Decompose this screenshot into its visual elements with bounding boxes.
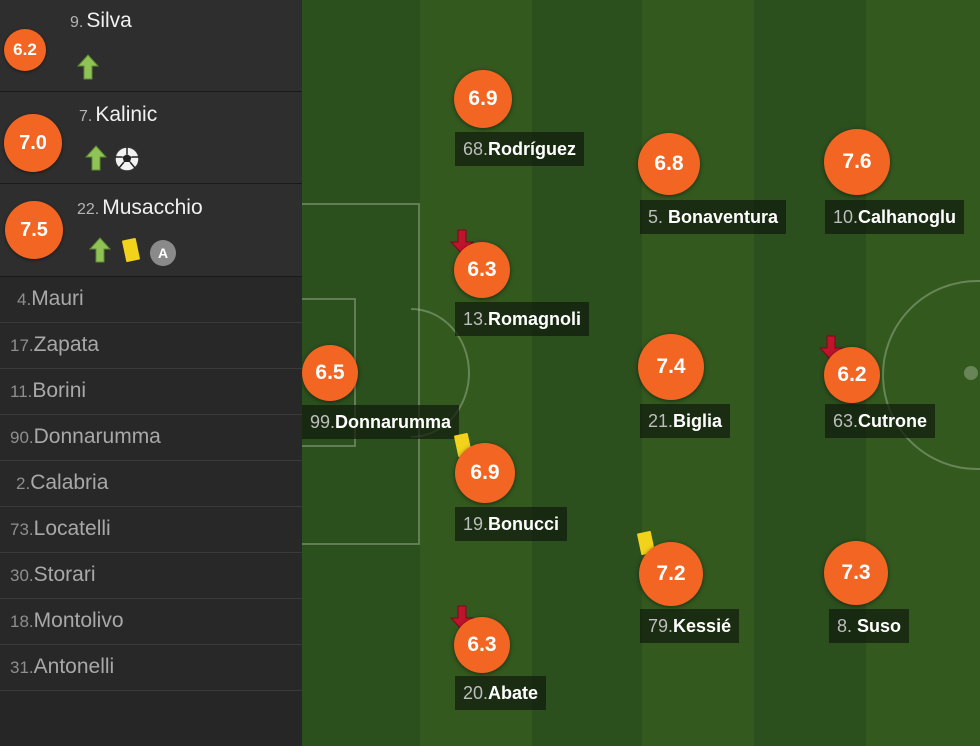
yellow-card-icon — [121, 237, 141, 263]
player-name: 7.Kalinic — [79, 103, 158, 126]
bench-footer — [0, 691, 302, 746]
rating-badge: 6.9 — [454, 70, 512, 128]
bench-row[interactable]: 2.Calabria — [0, 461, 302, 507]
bench-row[interactable]: 30.Storari — [0, 553, 302, 599]
player-name: 17.Zapata — [10, 333, 100, 356]
bench-row[interactable]: 11.Borini — [0, 369, 302, 415]
player-label[interactable]: 10.Calhanoglu — [825, 200, 965, 234]
bench-row[interactable]: 73.Locatelli — [0, 507, 302, 553]
soccer-ball-icon — [114, 146, 140, 172]
arrow-up-icon — [89, 237, 111, 263]
player-name: 4.Mauri — [17, 287, 84, 310]
player-label[interactable]: 79.Kessié — [640, 609, 740, 643]
bench-row[interactable]: 90.Donnarumma — [0, 415, 302, 461]
substitute-row[interactable]: 7.5 22.Musacchio A — [0, 184, 302, 277]
bench-row[interactable]: 31.Antonelli — [0, 645, 302, 691]
rating-badge: 6.2 — [4, 29, 46, 71]
player-name: 90.Donnarumma — [10, 425, 161, 448]
center-spot — [964, 366, 978, 380]
player-name: 30.Storari — [10, 563, 96, 586]
player-name: 73.Locatelli — [10, 517, 111, 540]
rating-badge: 6.2 — [824, 347, 880, 403]
pitch: 6.5 99.Donnarumma 6.9 68.Rodríguez 6.3 1… — [302, 0, 980, 746]
bench-row[interactable]: 4.Mauri — [0, 277, 302, 323]
rating-badge: 6.9 — [455, 443, 515, 503]
player-label[interactable]: 63.Cutrone — [825, 404, 936, 438]
substitute-row[interactable]: 6.2 9.Silva — [0, 0, 302, 92]
player-name: 9.Silva — [70, 9, 132, 32]
player-label[interactable]: 20.Abate — [455, 676, 547, 710]
player-label[interactable]: 99.Donnarumma — [302, 405, 460, 439]
player-label[interactable]: 8. Suso — [829, 609, 910, 643]
player-label[interactable]: 21.Biglia — [640, 404, 731, 438]
rating-badge: 7.5 — [5, 201, 63, 259]
rating-badge: 7.6 — [824, 129, 890, 195]
player-name: 18.Montolivo — [10, 609, 124, 632]
player-name: 11.Borini — [10, 379, 87, 402]
player-name: 31.Antonelli — [10, 655, 115, 678]
player-label[interactable]: 5. Bonaventura — [640, 200, 787, 234]
substitute-row[interactable]: 7.0 7.Kalinic — [0, 92, 302, 184]
rating-badge: 7.0 — [4, 114, 62, 172]
assist-icon: A — [150, 240, 176, 266]
arrow-up-icon — [77, 54, 99, 80]
lineup-sidebar: 6.2 9.Silva 7.0 7.Kalinic 7.5 22.Musacch… — [0, 0, 302, 746]
rating-badge: 6.3 — [454, 242, 510, 298]
rating-badge: 7.2 — [639, 542, 703, 606]
rating-badge: 7.3 — [824, 541, 888, 605]
bench-row[interactable]: 17.Zapata — [0, 323, 302, 369]
player-name: 2.Calabria — [16, 471, 109, 494]
pitch-stripe — [532, 0, 642, 746]
rating-badge: 6.8 — [638, 133, 700, 195]
player-name: 22.Musacchio — [77, 196, 203, 219]
player-label[interactable]: 13.Romagnoli — [455, 302, 590, 336]
rating-badge: 6.5 — [302, 345, 358, 401]
player-label[interactable]: 19.Bonucci — [455, 507, 568, 541]
player-label[interactable]: 68.Rodríguez — [455, 132, 585, 166]
arrow-up-icon — [85, 145, 107, 171]
bench-row[interactable]: 18.Montolivo — [0, 599, 302, 645]
rating-badge: 7.4 — [638, 334, 704, 400]
rating-badge: 6.3 — [454, 617, 510, 673]
